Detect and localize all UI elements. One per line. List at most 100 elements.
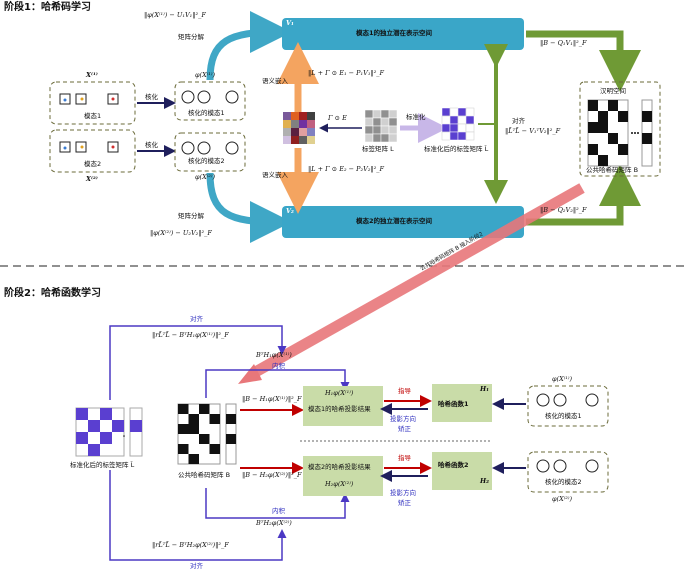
align-frame-top bbox=[109, 325, 287, 400]
norm-top-eq: ‖φ(X⁽¹⁾) − U₁V₁‖²_F bbox=[144, 11, 206, 19]
norm-label-matrix-2 bbox=[75, 407, 143, 457]
proj1-box bbox=[303, 386, 383, 426]
align-eq-bottom: ‖rL̃ᵀL̃ − BᵀH₂φ(X⁽²⁾)‖²_F bbox=[152, 541, 229, 549]
v2-label: V₂ bbox=[286, 207, 294, 215]
modal1-label: 模态1 bbox=[84, 112, 102, 120]
x2-label: X⁽²⁾ bbox=[86, 175, 98, 183]
modal1-box bbox=[49, 81, 136, 125]
space1-box bbox=[282, 18, 524, 50]
h1-label: H₁ bbox=[480, 385, 489, 393]
align-top-label: 对齐 bbox=[190, 315, 203, 323]
shared-hash-label: 公共哈希码矩阵 B bbox=[586, 166, 639, 174]
kernel-modal2-label: 核化的模态2 bbox=[188, 157, 225, 165]
hamming-box bbox=[579, 81, 661, 177]
inner-top-eq: BᵀH₁φ(X⁽¹⁾) bbox=[256, 351, 292, 359]
align-bottom-label: 对齐 bbox=[190, 562, 203, 570]
proj1-label: 模态1的哈希投影结果 bbox=[308, 405, 371, 413]
norm-label-matrix bbox=[441, 107, 475, 141]
stage1-title: 阶段1：哈希码学习 bbox=[4, 2, 91, 13]
proj1-eq: H₁φ(X⁽¹⁾) bbox=[325, 389, 354, 397]
kernel-circles-2 bbox=[536, 393, 599, 473]
inner-bottom-label: 内积 bbox=[272, 507, 285, 515]
kernel-label-2: 核化 bbox=[145, 141, 158, 149]
hash-fn2-label: 哈希函数2 bbox=[438, 461, 469, 469]
x1-label: X⁽¹⁾ bbox=[86, 71, 98, 79]
kernel-modal2-box bbox=[174, 132, 246, 172]
norm-bottom-eq: ‖φ(X⁽²⁾) − U₂V₂‖²_F bbox=[150, 229, 212, 237]
bq2-eq: ‖B − Q₂V₂‖²_F bbox=[540, 206, 587, 214]
kernel-label-1: 核化 bbox=[145, 93, 158, 101]
modal2-glyphs bbox=[59, 141, 119, 153]
inner-frame-top bbox=[205, 369, 350, 398]
gamma-e-label: Γ ⊙ E bbox=[328, 114, 347, 122]
kernel-modal2-2-label: 核化的模态2 bbox=[545, 478, 582, 486]
inner-top-label: 内积 bbox=[272, 362, 285, 370]
hash-fn2-box bbox=[432, 452, 492, 490]
modal2-label: 模态2 bbox=[84, 160, 102, 168]
kernel-modal1-label: 核化的模态1 bbox=[188, 109, 225, 117]
proj2-box bbox=[303, 456, 383, 496]
proj2-label: 模态2的哈希投影结果 bbox=[308, 463, 371, 471]
hash-fn1-box bbox=[432, 384, 492, 422]
align-label: 对齐 bbox=[512, 117, 525, 125]
h2-label: H₂ bbox=[480, 477, 489, 485]
kernel-modal2-box-2 bbox=[527, 451, 609, 493]
guide1-label: 指导 bbox=[398, 387, 411, 395]
decomp-arrow-bottom bbox=[206, 172, 292, 243]
label-matrix bbox=[364, 109, 398, 143]
kernel-circles bbox=[181, 90, 239, 155]
align-eq: ‖L̃ᵀL̃ − V₁ᵀV₂‖²_F bbox=[505, 127, 561, 135]
proj-dir1-label: 投影方向 bbox=[390, 415, 416, 423]
space2-box bbox=[282, 206, 524, 238]
space2-label: 模态2的独立潜在表示空间 bbox=[356, 217, 433, 225]
phi-x2-2-label: φ(X⁽²⁾) bbox=[552, 495, 573, 503]
hash-code-matrix bbox=[587, 99, 653, 167]
correct1-label: 矫正 bbox=[398, 425, 411, 433]
embed-eq1: ‖L + Γ ⊙ E₁ − P₁V₁‖²_F bbox=[308, 69, 385, 77]
phi-x1-label: φ(X⁽¹⁾) bbox=[195, 71, 216, 79]
phi-x1-2-label: φ(X⁽¹⁾) bbox=[552, 375, 573, 383]
space1-label: 模态1的独立潜在表示空间 bbox=[356, 29, 433, 37]
kernel-modal1-box bbox=[174, 81, 246, 121]
bq1-eq: ‖B − Q₁V₁‖²_F bbox=[540, 39, 587, 47]
normalize-label: 标准化 bbox=[406, 113, 426, 121]
semantic-embed-top: 语义嵌入 bbox=[262, 77, 288, 85]
stage2-title: 阶段2：哈希函数学习 bbox=[4, 288, 101, 299]
banner-arrow bbox=[249, 183, 585, 379]
proj2-eq: H₂φ(X⁽²⁾) bbox=[325, 480, 354, 488]
inner-bottom-eq: BᵀH₂φ(X⁽²⁾) bbox=[256, 519, 292, 527]
matrix-decomp-bottom: 矩阵分解 bbox=[178, 212, 204, 220]
hash-arrow-bottom bbox=[526, 164, 641, 226]
phi-x2-label: φ(X⁽²⁾) bbox=[195, 173, 216, 181]
modal1-glyphs bbox=[59, 93, 119, 105]
embed-eq2: ‖L + Γ ⊙ E₂ − P₂V₂‖²_F bbox=[308, 165, 385, 173]
hash-fn1-label: 哈希函数1 bbox=[438, 400, 469, 408]
semantic-embed-bottom: 语义嵌入 bbox=[262, 171, 288, 179]
align-frame-bottom bbox=[109, 470, 287, 561]
guide2-label: 指导 bbox=[398, 454, 411, 462]
hash-arrow-top bbox=[526, 30, 641, 92]
proj-dir2-label: 投影方向 bbox=[390, 489, 416, 497]
kernel-modal1-2-label: 核化的模态1 bbox=[545, 412, 582, 420]
hamming-label: 汉明空间 bbox=[600, 87, 626, 95]
modal-dots bbox=[63, 97, 115, 150]
v1-label: V₁ bbox=[286, 19, 294, 27]
label-matrix-label: 标签矩阵 L bbox=[362, 145, 394, 153]
gamma-matrix bbox=[283, 112, 315, 144]
decomp-arrow-top bbox=[206, 11, 292, 81]
modal2-box bbox=[49, 129, 136, 173]
correct2-label: 矫正 bbox=[398, 499, 411, 507]
shared-hash-2-label: 公共哈希码矩阵 B bbox=[178, 471, 231, 479]
kernel-modal1-box-2 bbox=[527, 385, 609, 427]
bh1-eq: ‖B − H₁φ(X⁽¹⁾)‖²_F bbox=[242, 395, 302, 403]
bh2-eq: ‖B − H₂φ(X⁽²⁾)‖²_F bbox=[242, 471, 302, 479]
norm-label-matrix-label: 标准化后的标签矩阵 L̃ bbox=[424, 145, 489, 153]
norm-label-matrix-2-label: 标准化后的标签矩阵 L̃ bbox=[70, 461, 135, 469]
hash-matrix-2 bbox=[177, 403, 237, 465]
matrix-decomp-top: 矩阵分解 bbox=[178, 33, 204, 41]
banner-arrowhead bbox=[238, 364, 262, 384]
align-eq-top: ‖rL̃ᵀL̃ − BᵀH₁φ(X⁽¹⁾)‖²_F bbox=[152, 331, 229, 339]
inner-frame-bottom bbox=[205, 488, 350, 519]
